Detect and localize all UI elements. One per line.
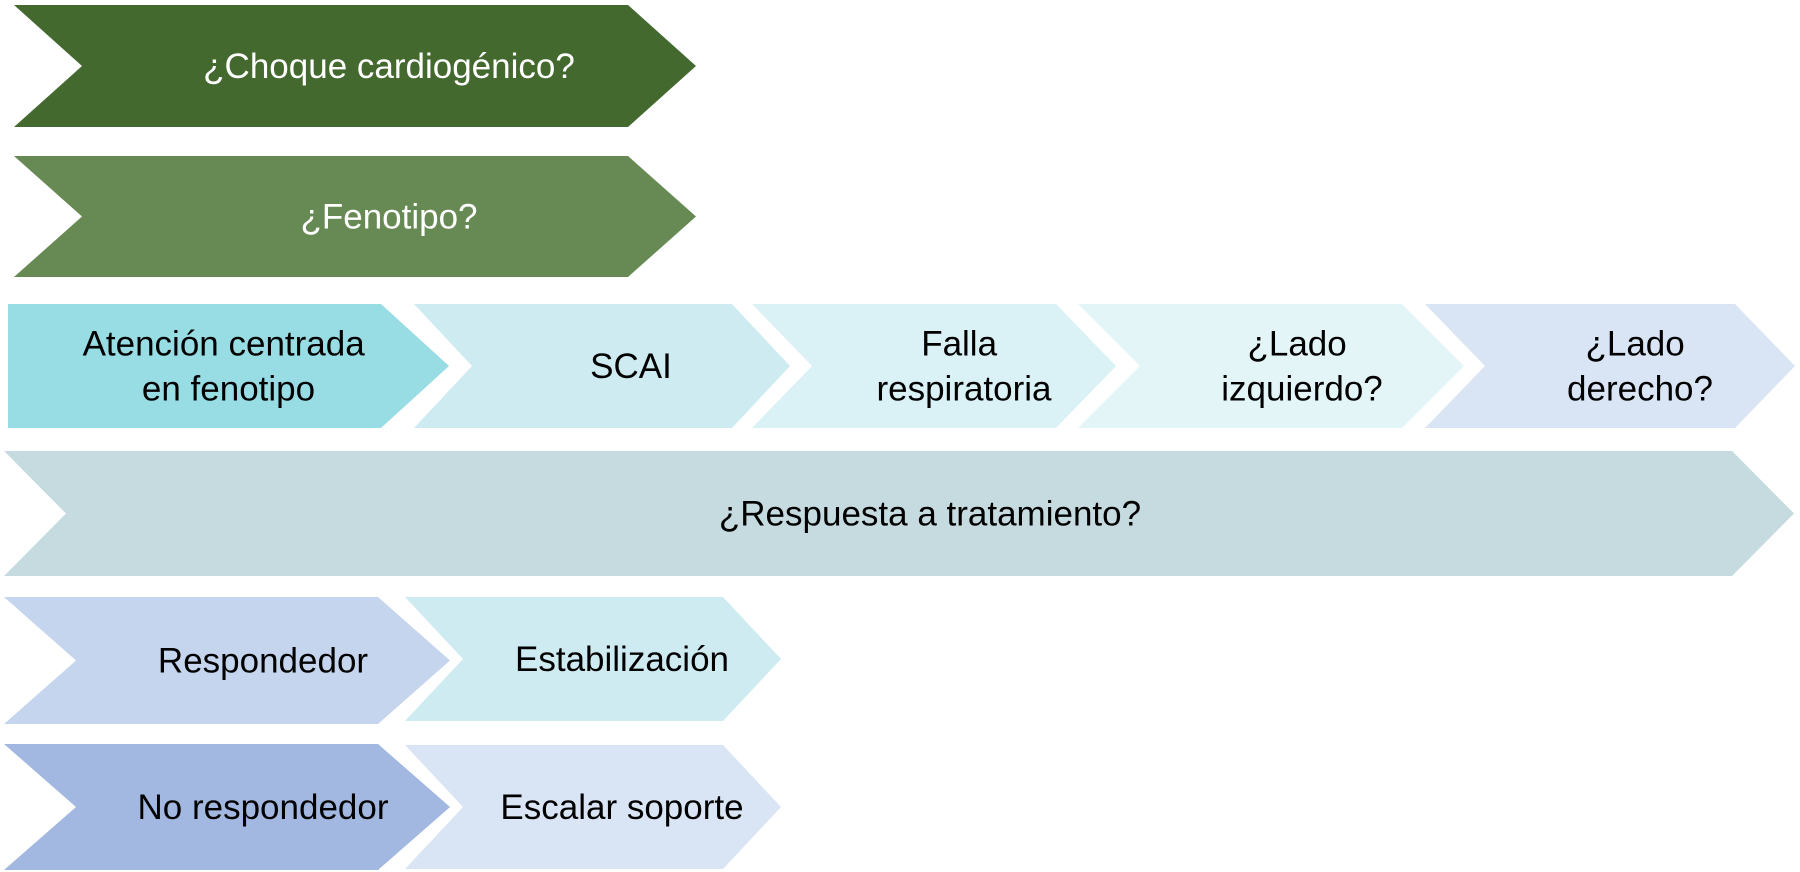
chevron-izquierdo-label-line-1: ¿Lado	[1248, 324, 1347, 363]
chevron-estabilizacion-label: Estabilización	[515, 640, 729, 679]
chevron-respondedor-label-line-1: Respondedor	[158, 641, 368, 680]
chevron-respondedor-label: Respondedor	[158, 641, 368, 680]
chevron-escalar-label: Escalar soporte	[500, 788, 743, 827]
chevron-derecho-label: ¿Lado derecho?	[1567, 324, 1713, 408]
chevron-falla-label-line-2: respiratoria	[876, 369, 1052, 408]
chevron-choque-label-line-1: ¿Choque cardiogénico?	[203, 47, 575, 86]
chevron-estabilizacion: Estabilización	[405, 597, 781, 721]
chevron-falla: Falla respiratoria	[752, 304, 1116, 428]
chevron-derecho-shape	[1425, 304, 1795, 428]
chevron-atencion-label-line-2: en fenotipo	[142, 369, 315, 408]
chevron-choque-label: ¿Choque cardiogénico?	[203, 47, 575, 86]
chevron-estabilizacion-label-line-1: Estabilización	[515, 640, 729, 679]
chevron-izquierdo: ¿Lado izquierdo?	[1078, 304, 1464, 428]
chevron-choque-shape	[14, 5, 696, 127]
chevron-escalar: Escalar soporte	[405, 745, 781, 869]
chevron-estabilizacion-shape	[405, 597, 781, 721]
chevron-no-respondedor: No respondedor	[4, 744, 450, 870]
chevron-scai-label-line-1: SCAI	[590, 347, 672, 386]
chevron-fenotipo: ¿Fenotipo?	[14, 156, 696, 277]
chevron-fenotipo-label: ¿Fenotipo?	[300, 197, 477, 236]
chevron-izquierdo-shape	[1078, 304, 1464, 428]
chevron-falla-shape	[752, 304, 1116, 428]
chevron-choque: ¿Choque cardiogénico?	[14, 5, 696, 127]
chevron-scai: SCAI	[414, 304, 790, 428]
chevron-falla-label-line-1: Falla	[921, 324, 997, 363]
chevron-respondedor: Respondedor	[4, 597, 450, 724]
chevron-derecho-label-line-2: derecho?	[1567, 369, 1713, 408]
chevron-izquierdo-label-line-2: izquierdo?	[1221, 369, 1383, 408]
chevron-derecho-label-line-1: ¿Lado	[1586, 324, 1685, 363]
chevron-no-respondedor-label: No respondedor	[138, 788, 389, 827]
chevron-atencion: Atención centrada en fenotipo	[8, 304, 449, 428]
chevron-respuesta-label-line-1: ¿Respuesta a tratamiento?	[719, 494, 1141, 533]
chevron-respondedor-shape	[4, 597, 450, 724]
chevron-no-respondedor-label-line-1: No respondedor	[138, 788, 389, 827]
chevron-no-respondedor-shape	[4, 744, 450, 870]
chevron-derecho: ¿Lado derecho?	[1425, 304, 1795, 428]
chevron-atencion-label: Atención centrada en fenotipo	[83, 324, 375, 408]
chevron-scai-shape	[414, 304, 790, 428]
chevron-atencion-shape	[8, 304, 449, 428]
chevron-escalar-label-line-1: Escalar soporte	[500, 788, 743, 827]
chevron-respuesta: ¿Respuesta a tratamiento?	[4, 451, 1794, 576]
chevron-atencion-label-line-1: Atención centrada	[83, 324, 366, 363]
chevron-escalar-shape	[405, 745, 781, 869]
chevron-scai-label: SCAI	[590, 347, 672, 386]
chevron-fenotipo-shape	[14, 156, 696, 277]
chevron-fenotipo-label-line-1: ¿Fenotipo?	[300, 197, 477, 236]
chevron-respuesta-shape	[4, 451, 1794, 576]
chevron-falla-label: Falla respiratoria	[876, 324, 1052, 408]
chevron-respuesta-label: ¿Respuesta a tratamiento?	[719, 494, 1141, 533]
chevron-izquierdo-label: ¿Lado izquierdo?	[1221, 324, 1383, 408]
